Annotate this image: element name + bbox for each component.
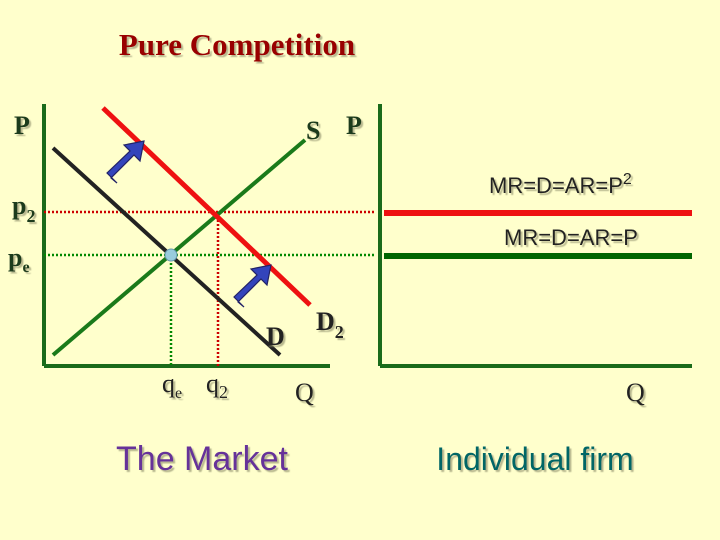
demand-shift-arrow-icon [106, 140, 145, 184]
firm-y-axis-label: P [346, 111, 362, 140]
firm-mr2-label-main: MR=D=AR=P [489, 173, 623, 198]
supply-curve [51, 138, 307, 357]
page-title: Pure Competition [119, 27, 355, 62]
demand2-curve [101, 106, 312, 307]
price-pe-sub: e [22, 259, 29, 276]
demand-label: D [266, 322, 285, 351]
supply-label: S [306, 116, 320, 145]
qty-q2-label: q2 [206, 369, 228, 402]
demand-shift-arrow-icon-2 [233, 264, 272, 308]
qty-q2-sub: 2 [219, 382, 228, 402]
market-x-axis-label: Q [295, 378, 314, 407]
qty-qe-sub: e [175, 385, 182, 402]
market-equilibrium-point [164, 248, 178, 262]
firm-graph: P Q MR=D=AR=P2 MR=D=AR=P Individual firm [346, 104, 692, 477]
qty-q2-main: q [206, 369, 219, 398]
demand2-label-main: D [316, 307, 335, 336]
market-caption: The Market [116, 440, 288, 478]
firm-x-axis-label: Q [626, 378, 645, 407]
market-y-axis-label: P [14, 111, 30, 140]
qty-qe-main: q [162, 369, 175, 398]
market-graph: P Q S D D2 p2 pe qe q2 The Market [8, 104, 375, 478]
demand2-label-sub: 2 [335, 322, 344, 342]
firm-mr-label: MR=D=AR=P [504, 225, 638, 250]
price-pe-label: pe [8, 243, 30, 276]
price-pe-main: p [8, 243, 22, 272]
firm-caption: Individual firm [436, 441, 633, 477]
firm-mr2-label-sup: 2 [623, 171, 632, 188]
firm-mr2-label: MR=D=AR=P2 [489, 171, 632, 198]
price-p2-main: p [12, 191, 26, 220]
price-p2-label: p2 [12, 191, 35, 226]
qty-qe-label: qe [162, 369, 182, 402]
price-p2-sub: 2 [26, 206, 35, 226]
demand2-label: D2 [316, 307, 344, 342]
